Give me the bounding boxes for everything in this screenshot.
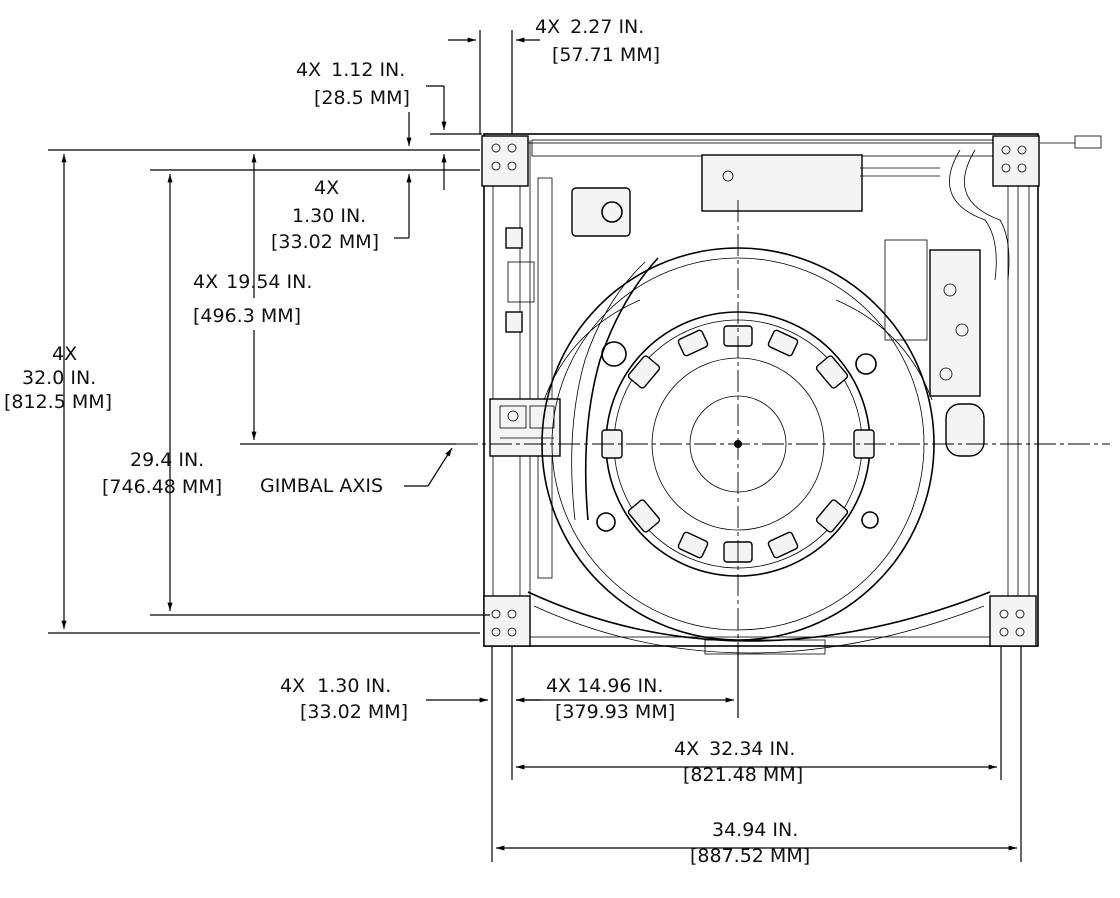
dim-overall-height-qty: 4X [52, 343, 77, 365]
dim-inner-width-mm: [821.48 MM] [683, 764, 803, 786]
dim-overall-width-in: 34.94 IN. [712, 819, 798, 841]
dim-gimbal-height-mm: [496.3 MM] [193, 305, 301, 327]
dim-top-corner-in: 1.30 IN. [292, 205, 366, 227]
dim-overall-height-in: 32.0 IN. [22, 367, 96, 389]
dim-top-corner-mm: [33.02 MM] [271, 231, 379, 253]
extension-lines [48, 30, 1022, 862]
unit-outline [481, 133, 1102, 655]
dim-overall-height-mm: [812.5 MM] [4, 391, 112, 413]
dim-small-top-mm: [28.5 MM] [314, 87, 410, 109]
dim-center-offset-mm: [379.93 MM] [555, 701, 675, 723]
dim-top-corner-qty: 4X [314, 177, 339, 199]
dim-bottom-corner-mm: [33.02 MM] [300, 701, 408, 723]
dimension-lines [61, 37, 1017, 851]
dim-top-offset-mm: [57.71 MM] [552, 44, 660, 66]
gimbal-axis-label: GIMBAL AXIS [260, 475, 383, 497]
dim-overall-width-mm: [887.52 MM] [690, 845, 810, 867]
dim-inner-height-in: 29.4 IN. [130, 449, 204, 471]
dim-inner-height-mm: [746.48 MM] [102, 476, 222, 498]
